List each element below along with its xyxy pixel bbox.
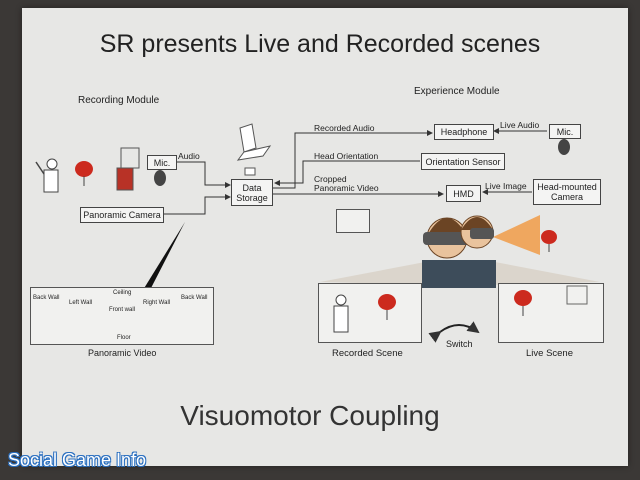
data-storage-box: Data Storage [231,179,273,206]
slide-footer-title: Visuomotor Coupling [180,400,440,431]
recording-module-label: Recording Module [78,95,160,106]
mic-left-box: Mic. [147,155,177,170]
watermark-logo: Social Game Info [8,450,147,470]
panoramic-video-caption: Panoramic Video [88,348,157,358]
live-audio-label: Live Audio [500,120,540,130]
experience-module-label: Experience Module [414,86,500,97]
live-image-label: Live Image [485,181,527,191]
panoramic-video-image: Ceiling Back Wall Left Wall Front wall R… [30,287,214,345]
recorded-environment-sketch [336,209,370,233]
recorded-scene-label: Recorded Scene [332,348,403,359]
left-wall-label: Left Wall [69,300,93,306]
right-wall-label: Right Wall [143,300,171,306]
hmd-box: HMD [446,185,481,202]
mic-right-box: Mic. [549,124,581,139]
ceiling-label: Ceiling [113,290,132,296]
recorded-scene-image [318,283,422,343]
head-orientation-label: Head Orientation [314,151,379,161]
front-wall-label: Front wall [109,307,136,313]
switch-label: Switch [446,339,473,349]
back-wall-right-label: Back Wall [181,295,208,301]
head-mounted-camera-box: Head-mounted Camera [533,179,601,205]
floor-label: Floor [117,335,131,341]
recorded-audio-label: Recorded Audio [314,123,375,133]
orientation-sensor-box: Orientation Sensor [421,153,505,170]
cropped-video-label: Cropped Panoramic Video [314,174,379,193]
audio-label: Audio [178,151,200,161]
back-wall-left-label: Back Wall [33,295,60,301]
headphone-box: Headphone [434,124,494,140]
live-scene-image [498,283,604,343]
slide-title: SR presents Live and Recorded scenes [99,30,541,58]
panoramic-camera-box: Panoramic Camera [80,207,164,223]
live-scene-label: Live Scene [526,348,574,359]
